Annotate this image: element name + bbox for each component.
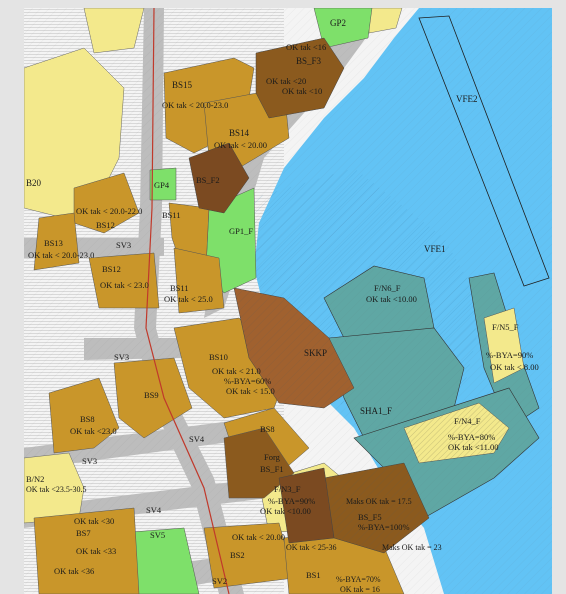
map-frame-left bbox=[0, 0, 24, 594]
label-bya80: %-BYA=80% bbox=[448, 432, 495, 442]
label-bs12: BS12 bbox=[96, 220, 115, 230]
label-ok-tak-11: OK tak <11.00 bbox=[448, 442, 499, 452]
label-ok-tak-15: OK tak < 15.0 bbox=[226, 386, 275, 396]
label-sv3a: SV3 bbox=[116, 240, 131, 250]
label-bs14: BS14 bbox=[229, 128, 250, 138]
label-bya90: %-BYA=90% bbox=[486, 350, 533, 360]
label-ok-tak-20-23: OK tak < 20.0-23.0 bbox=[162, 100, 228, 110]
label-ok-tak-16b: OK tak = 16 bbox=[340, 585, 380, 594]
zone-bs-f3 bbox=[255, 37, 345, 119]
label-bs11b: BS11 bbox=[170, 283, 189, 293]
label-skkp: SKKP bbox=[304, 348, 327, 358]
label-ok-tak-33: OK tak <33 bbox=[76, 546, 116, 556]
label-sv4a: SV4 bbox=[189, 434, 205, 444]
zone-bs-f1 bbox=[223, 427, 295, 499]
zone-gp4 bbox=[149, 167, 177, 201]
label-bs12b: BS12 bbox=[102, 264, 121, 274]
map-labels: GP2 OK tak <16 BS_F3 OK tak <20 OK tak <… bbox=[26, 18, 539, 594]
label-sv3b: SV3 bbox=[114, 352, 129, 362]
label-b-n2: B/N2 bbox=[26, 474, 44, 484]
map-frame-top bbox=[0, 0, 566, 8]
label-f-n3-f: F/N3_F bbox=[274, 484, 301, 494]
label-f-n4-f: F/N4_F bbox=[454, 416, 481, 426]
label-vfe2: VFE2 bbox=[456, 94, 478, 104]
zone-bs8 bbox=[48, 377, 120, 454]
label-ok-tak-20-23b: OK tak < 20.0-23.0 bbox=[28, 250, 94, 260]
zone-bs13 bbox=[33, 212, 80, 271]
label-ok-tak-20b: OK tak < 20.00 bbox=[232, 532, 285, 542]
zone-skkp-hatch bbox=[234, 288, 354, 408]
label-sha1-f: SHA1_F bbox=[360, 406, 392, 416]
label-ok-tak-23-30: OK tak <23.5-30.5 bbox=[26, 485, 87, 494]
label-ok-tak-23b: OK tak <23.0 bbox=[70, 426, 117, 436]
label-sv2: SV2 bbox=[212, 576, 227, 586]
label-gp1-f: GP1_F bbox=[229, 226, 253, 236]
zone-f-n5 bbox=[483, 307, 525, 384]
label-bs10: BS10 bbox=[209, 352, 228, 362]
label-bs11: BS11 bbox=[162, 210, 181, 220]
label-sv5: SV5 bbox=[150, 530, 165, 540]
label-bs9: BS9 bbox=[144, 390, 159, 400]
label-bs8: BS8 bbox=[80, 414, 95, 424]
label-bs1: BS1 bbox=[306, 570, 321, 580]
label-ok-tak-20-22: OK tak < 20.0-22.0 bbox=[76, 206, 142, 216]
label-ok-tak-25-36: OK tak < 25-36 bbox=[286, 543, 337, 552]
label-bya90b: %-BYA=90% bbox=[268, 496, 315, 506]
map-frame-right bbox=[552, 0, 566, 594]
zone-bs-f2 bbox=[188, 142, 250, 214]
label-bs8b: BS8 bbox=[260, 424, 275, 434]
label-sv3c: SV3 bbox=[82, 456, 97, 466]
label-ok-tak-23: OK tak < 23.0 bbox=[100, 280, 149, 290]
zone-b-n2 bbox=[24, 452, 85, 524]
zone-bs11c bbox=[173, 247, 225, 314]
zone-bs7 bbox=[33, 507, 140, 594]
zone-brown-hatch bbox=[324, 463, 429, 553]
label-bs7: BS7 bbox=[76, 528, 91, 538]
zoning-map[interactable]: GP2 OK tak <16 BS_F3 OK tak <20 OK tak <… bbox=[24, 8, 552, 594]
label-maks-23: Maks OK tak = 23 bbox=[382, 543, 442, 552]
zone-b20-2 bbox=[83, 8, 145, 54]
zone-bs12 bbox=[88, 252, 160, 309]
label-ok-tak-21: OK tak < 21.0 bbox=[212, 366, 261, 376]
label-ok-tak-20: OK tak <20 bbox=[266, 76, 306, 86]
label-bya60: %-BYA=60% bbox=[224, 376, 271, 386]
label-bs-f1: BS_F1 bbox=[260, 464, 284, 474]
label-maks-17: Maks OK tak = 17.5 bbox=[346, 497, 412, 506]
label-forg: Forg bbox=[264, 452, 281, 462]
label-sv4b: SV4 bbox=[146, 505, 162, 515]
zoning-map-svg: GP2 OK tak <16 BS_F3 OK tak <20 OK tak <… bbox=[24, 8, 552, 594]
label-ok-tak-30: OK tak <30 bbox=[74, 516, 114, 526]
label-bya70: %-BYA=70% bbox=[336, 575, 381, 584]
label-ok-tak-20-00: OK tak < 20.00 bbox=[214, 140, 267, 150]
label-ok-tak-36: OK tak <36 bbox=[54, 566, 94, 576]
label-b20: B20 bbox=[26, 178, 42, 188]
label-gp4: GP4 bbox=[154, 180, 170, 190]
label-ok-tak-16: OK tak <16 bbox=[286, 42, 326, 52]
label-bs13: BS13 bbox=[44, 238, 63, 248]
zone-gp2 bbox=[313, 8, 373, 49]
label-ok-tak-10b: OK tak <10.00 bbox=[260, 506, 311, 516]
label-bs2: BS2 bbox=[230, 550, 245, 560]
label-ok-tak-25: OK tak < 25.0 bbox=[164, 294, 213, 304]
label-ok-tak-10: OK tak <10 bbox=[282, 86, 322, 96]
label-f-n6-f: F/N6_F bbox=[374, 283, 401, 293]
label-gp2: GP2 bbox=[330, 18, 346, 28]
zone-yellow-hatch bbox=[404, 403, 509, 463]
label-bya100: %-BYA=100% bbox=[358, 522, 410, 532]
label-f-n5-f: F/N5_F bbox=[492, 322, 519, 332]
label-bs-f5: BS_F5 bbox=[358, 512, 382, 522]
label-bs-f3: BS_F3 bbox=[296, 56, 322, 66]
plan-boundary bbox=[145, 8, 230, 594]
label-bs15: BS15 bbox=[172, 80, 193, 90]
label-bs-f2: BS_F2 bbox=[196, 175, 220, 185]
label-ok-tak-8: OK tak < 8.00 bbox=[490, 362, 539, 372]
label-ok-tak-10-00: OK tak <10.00 bbox=[366, 294, 417, 304]
label-vfe1: VFE1 bbox=[424, 244, 446, 254]
